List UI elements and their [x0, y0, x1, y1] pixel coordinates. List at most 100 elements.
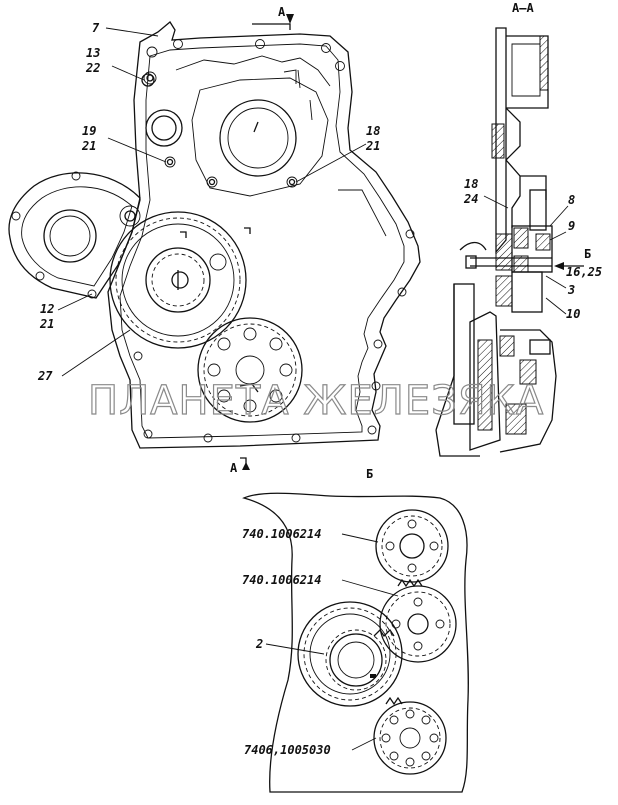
- gear-tooth: [529, 339, 551, 355]
- cover-outline: [107, 21, 421, 449]
- crank-gear-pitch: [115, 217, 241, 343]
- left-ear-housing: [8, 172, 141, 299]
- callout-27: 27: [37, 369, 53, 383]
- gear-section: [499, 329, 557, 453]
- hub-hatch-2: [513, 227, 529, 249]
- idler-mark: [239, 383, 259, 393]
- crank-gear-outer: [109, 211, 247, 349]
- left-seal-outer: [43, 209, 97, 263]
- callout-21-bottom: 21: [39, 317, 54, 331]
- b-gear-crank-root: [309, 613, 391, 695]
- idler-gear-pitch: [203, 323, 297, 417]
- b-callout-4: 7406,1005030: [244, 743, 331, 757]
- section-a-a-view: А–А: [435, 1, 584, 457]
- section-a-top-line: [252, 23, 291, 30]
- b-callout-2: 740.1006214: [242, 573, 321, 587]
- upper-bracket: [283, 69, 297, 84]
- lower-hatch: [495, 275, 513, 307]
- crank-gear-root: [121, 223, 235, 337]
- section-leader-lines: [483, 195, 569, 315]
- b-leader-2: [341, 579, 399, 597]
- callout-12: 12: [40, 302, 54, 316]
- section-mark-a-top: А: [278, 5, 286, 19]
- callout-21-left: 21: [81, 139, 96, 153]
- outer-bottom: [435, 429, 480, 457]
- shaft-end: [465, 255, 477, 269]
- callout-s24: 24: [463, 192, 478, 206]
- hub-hatch-1: [495, 233, 513, 271]
- idler-gear-outer: [197, 317, 303, 423]
- crank-hub: [145, 247, 211, 313]
- fitting-13: [141, 73, 155, 87]
- oil-seal-outer: [145, 109, 183, 147]
- callout-7: 7: [92, 21, 100, 35]
- wall-flange: [520, 175, 547, 200]
- top-housing-hatch: [539, 35, 549, 91]
- callout-s18: 18: [464, 177, 478, 191]
- b-mesh-1: [397, 578, 423, 588]
- crank-center: [171, 271, 189, 289]
- b-gear-crank-hub: [329, 633, 383, 687]
- b-leader-4: [351, 737, 377, 751]
- seal-profile: [505, 107, 521, 161]
- b-gear-bottom-holes: [381, 709, 439, 767]
- b-mesh-2: [373, 628, 395, 638]
- b-gear-mid: [379, 585, 457, 663]
- shaft: [470, 257, 552, 267]
- section-a-bottom-arrow: [242, 462, 250, 470]
- view-b-mark: Б: [584, 247, 591, 261]
- nut: [459, 241, 487, 251]
- lower-cover: [469, 311, 501, 451]
- section-title: А–А: [512, 1, 534, 15]
- timing-cover-front-view: [8, 14, 421, 470]
- view-b-title: Б: [366, 467, 373, 481]
- hub-hatch-3: [535, 233, 551, 251]
- rib-1: [297, 69, 301, 89]
- corner-mark-2: [244, 227, 251, 234]
- callout-22: 22: [85, 61, 100, 75]
- b-gear-crank-hub-dash: [325, 629, 387, 691]
- lower-hub: [511, 271, 543, 313]
- upper-bore-inner: [227, 107, 289, 169]
- b-gear-top: [375, 509, 449, 583]
- view-b-arrow-head: [554, 262, 564, 270]
- left-seal-inner: [49, 215, 91, 257]
- b-gear-mid-holes: [391, 597, 445, 651]
- b-leader-3: [265, 643, 325, 655]
- lower-cover-hatch: [477, 339, 493, 431]
- b-gear-top-holes: [385, 519, 439, 573]
- b-gear-mid-hub: [407, 613, 429, 635]
- callout-s8: 8: [568, 193, 575, 207]
- callout-13: 13: [86, 46, 100, 60]
- b-callout-3: 2: [255, 637, 263, 651]
- main-leader-lines: [57, 27, 367, 377]
- crank-dowel: [209, 253, 227, 271]
- callout-18: 18: [366, 124, 380, 138]
- upper-bore: [219, 99, 297, 177]
- b-gear-bottom: [373, 701, 447, 775]
- b-gear-top-hub: [399, 533, 425, 559]
- upper-cavity-2: [175, 55, 331, 87]
- rib-2: [309, 99, 313, 121]
- b-gear-bottom-hub: [399, 727, 421, 749]
- b-callout-1: 740.1006214: [242, 527, 321, 541]
- b-key: [370, 674, 376, 678]
- section-mark-a-bottom: А: [230, 461, 238, 475]
- section-callouts: 18 24 8 9 Б 16,25 3 10: [463, 177, 602, 321]
- view-b-outline: [242, 492, 469, 793]
- upper-bore-mark: [253, 121, 259, 133]
- crank-hub-dash: [151, 253, 205, 307]
- section-a-top-arrow: [286, 14, 294, 24]
- bolt-8: [529, 189, 547, 231]
- callout-s9: 9: [568, 219, 575, 233]
- cover-bolt-holes: [11, 39, 415, 443]
- view-b: Б: [242, 467, 469, 793]
- b-gear-mid-pitch: [385, 591, 451, 657]
- b-gear-top-pitch: [381, 515, 443, 577]
- outer-edge: [435, 284, 455, 431]
- b-gear-crank-pitch: [303, 607, 397, 701]
- corner-mark-1: [180, 231, 187, 238]
- seal-hatch: [491, 123, 505, 159]
